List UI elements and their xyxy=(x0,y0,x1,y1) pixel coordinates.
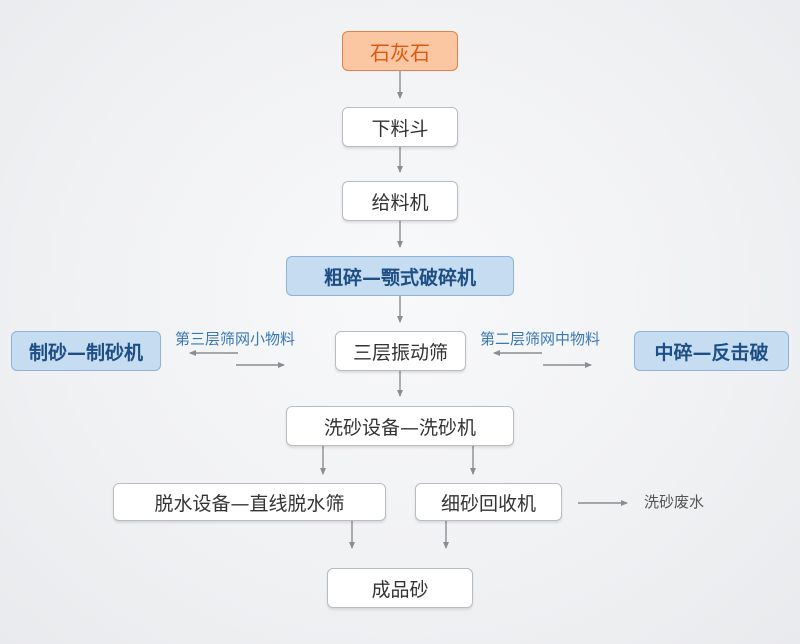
node-limestone: 石灰石 xyxy=(342,31,458,71)
label-waste-water: 洗砂废水 xyxy=(644,493,705,511)
node-sand-maker: 制砂—制砂机 xyxy=(11,331,161,371)
node-finished-sand: 成品砂 xyxy=(327,568,473,608)
node-feeder: 给料机 xyxy=(342,181,458,221)
node-dewatering-screen: 脱水设备—直线脱水筛 xyxy=(113,483,386,521)
label-third-layer: 第三层筛网小物料 xyxy=(175,330,296,348)
node-coarse-crusher: 粗碎—颚式破碎机 xyxy=(286,256,514,296)
node-hopper: 下料斗 xyxy=(342,107,458,147)
node-fine-sand-recycler: 细砂回收机 xyxy=(415,483,562,521)
node-mid-crusher: 中碎—反击破 xyxy=(634,331,789,371)
node-vibrating-screen: 三层振动筛 xyxy=(335,331,466,371)
label-second-layer: 第二层筛网中物料 xyxy=(480,330,601,348)
node-sand-washer: 洗砂设备—洗砂机 xyxy=(286,406,514,446)
